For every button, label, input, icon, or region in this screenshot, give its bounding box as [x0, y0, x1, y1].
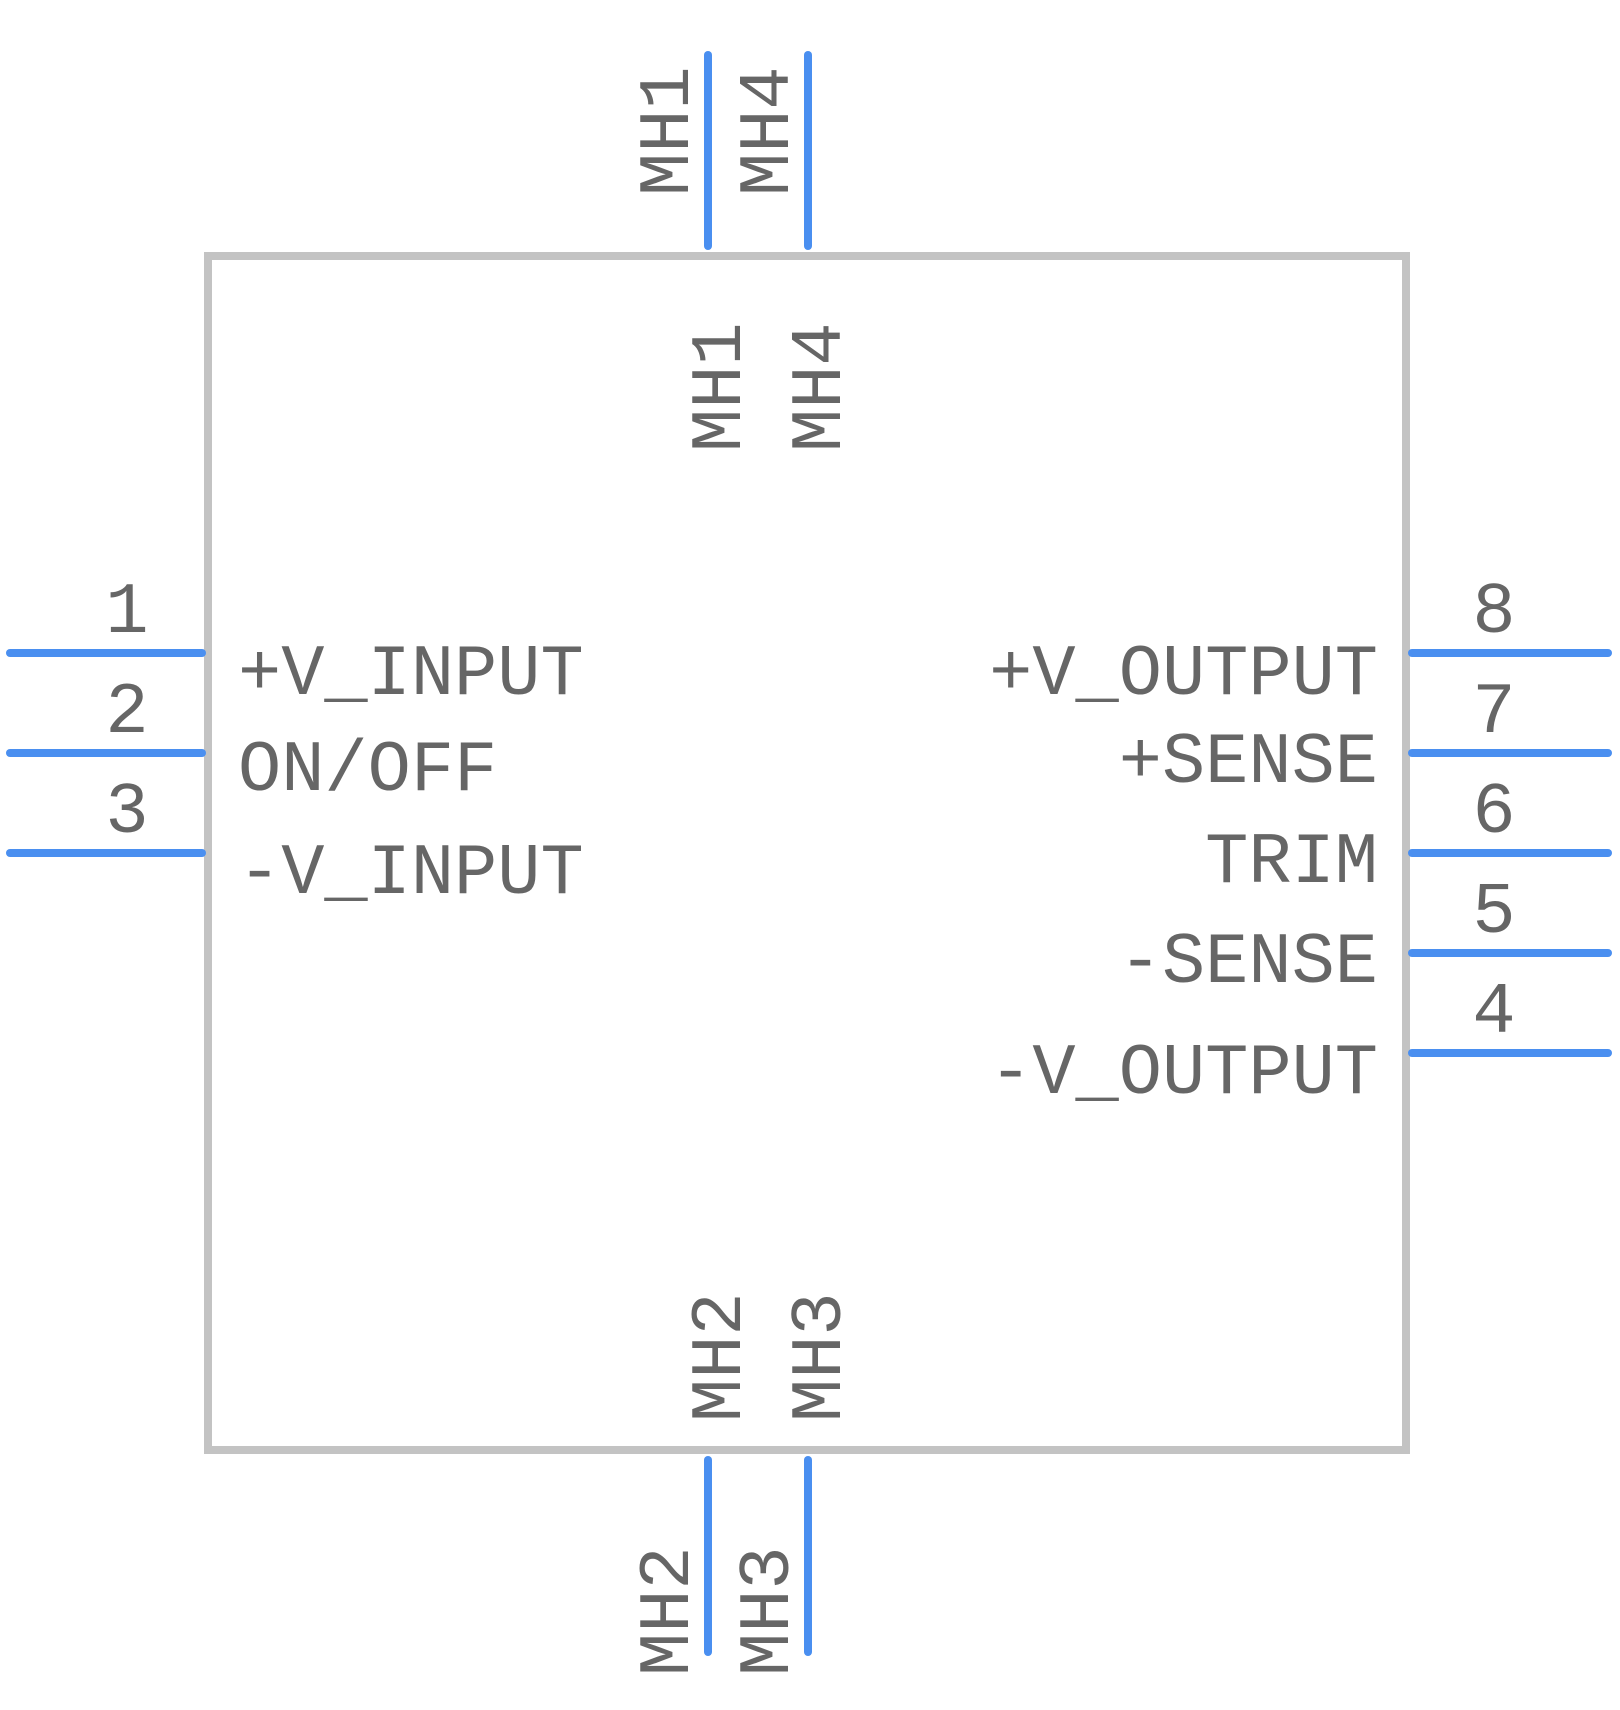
pin-5-name: -SENSE — [1119, 922, 1378, 1004]
pin-6: 6 TRIM — [1205, 772, 1612, 904]
pin-2-number: 2 — [105, 672, 148, 754]
pin-mh3: MH3 MH3 — [728, 1292, 862, 1676]
pin-8-number: 8 — [1472, 572, 1515, 654]
pin-4-name: -V_OUTPUT — [989, 1033, 1378, 1115]
pin-8-name: +V_OUTPUT — [989, 634, 1378, 716]
pin-2-name: ON/OFF — [238, 730, 497, 812]
pin-5: 5 -SENSE — [1119, 872, 1612, 1004]
pin-mh4-name: MH4 — [780, 322, 862, 452]
pin-8: 8 +V_OUTPUT — [989, 572, 1612, 716]
pin-3-number: 3 — [105, 772, 148, 854]
left-pins: 1 +V_INPUT 2 ON/OFF 3 -V_INPUT — [6, 572, 584, 915]
pin-3-name: -V_INPUT — [238, 833, 584, 915]
pin-mh3-number: MH3 — [728, 1546, 810, 1676]
pin-mh3-name: MH3 — [780, 1292, 862, 1422]
pin-mh2-name: MH2 — [680, 1292, 762, 1422]
pin-mh1-name: MH1 — [680, 322, 762, 452]
pin-mh1-number: MH1 — [628, 66, 710, 196]
pin-mh4-number: MH4 — [728, 66, 810, 196]
pin-mh2: MH2 MH2 — [628, 1292, 762, 1676]
pin-4: 4 -V_OUTPUT — [989, 972, 1612, 1115]
pin-4-number: 4 — [1472, 972, 1515, 1054]
right-pins: 8 +V_OUTPUT 7 +SENSE 6 TRIM 5 -SENSE 4 -… — [989, 572, 1612, 1115]
component-body — [204, 252, 1410, 1454]
pin-5-number: 5 — [1472, 872, 1515, 954]
bottom-pins: MH2 MH2 MH3 MH3 — [628, 1292, 862, 1676]
pin-mh1: MH1 MH1 — [628, 51, 762, 452]
pin-3: 3 -V_INPUT — [6, 772, 584, 915]
pin-7: 7 +SENSE — [1119, 672, 1612, 804]
pin-7-number: 7 — [1472, 672, 1515, 754]
pin-7-name: +SENSE — [1119, 722, 1378, 804]
pin-1: 1 +V_INPUT — [6, 572, 584, 716]
pin-1-name: +V_INPUT — [238, 634, 584, 716]
pin-6-name: TRIM — [1205, 822, 1378, 904]
pin-1-number: 1 — [105, 572, 148, 654]
pin-mh2-number: MH2 — [628, 1546, 710, 1676]
top-pins: MH1 MH1 MH4 MH4 — [628, 51, 862, 452]
pin-mh4: MH4 MH4 — [728, 51, 862, 452]
pin-6-number: 6 — [1472, 772, 1515, 854]
pin-2: 2 ON/OFF — [6, 672, 497, 812]
